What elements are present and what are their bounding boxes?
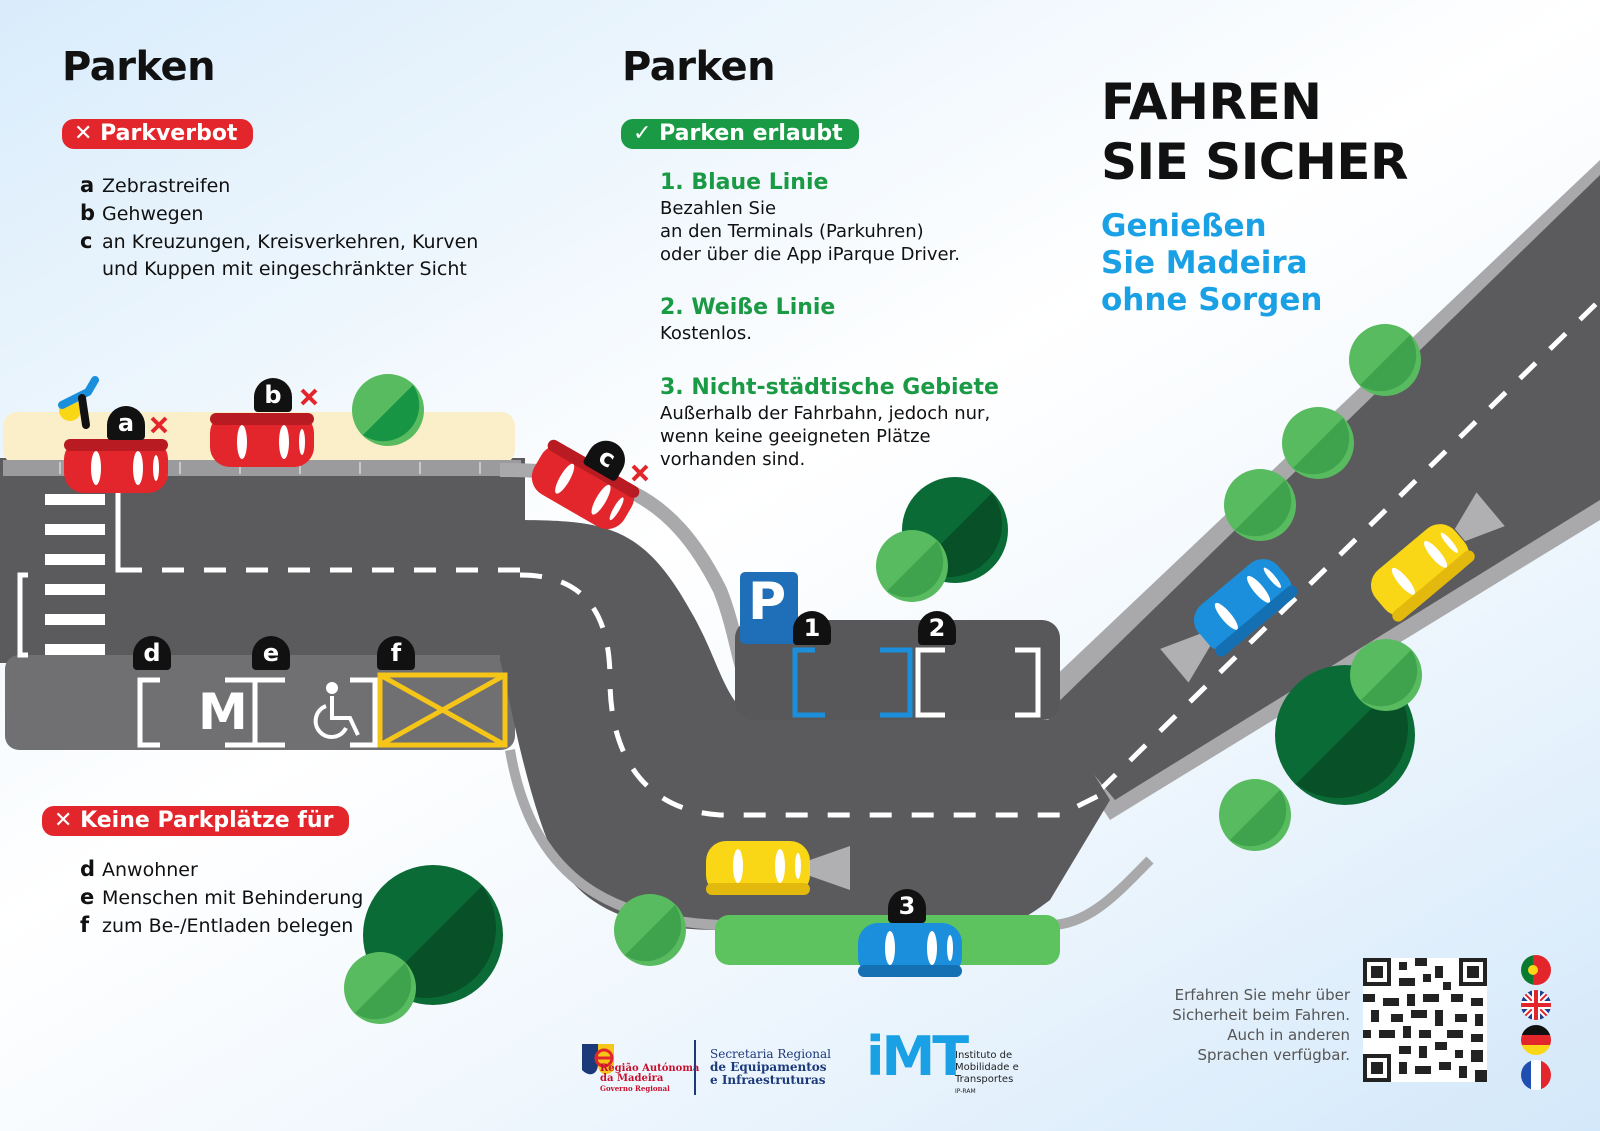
tree-icon bbox=[1219, 639, 1422, 851]
france-flag-icon[interactable] bbox=[1521, 1060, 1551, 1090]
blue-car-grass bbox=[858, 923, 962, 977]
loading-zone bbox=[377, 672, 508, 748]
section-line: oder über die App iParque Driver. bbox=[660, 244, 961, 265]
section-heading: 2. Weiße Linie bbox=[660, 295, 836, 320]
marker-b: b bbox=[254, 378, 292, 412]
secretaria-logo-text: Secretaria Regional de Equipamentos e In… bbox=[710, 1047, 832, 1087]
section-line: wenn keine geeigneten Plätze bbox=[660, 426, 931, 447]
region-logo-text: Região Autónoma da Madeira Governo Regio… bbox=[600, 1063, 700, 1094]
list-item-continuation: und Kuppen mit eingeschränkter Sicht bbox=[102, 258, 467, 280]
red-car-a bbox=[64, 439, 168, 493]
parken-erlaubt-badge: ✓ Parken erlaubt bbox=[621, 119, 859, 149]
marker-f: f bbox=[377, 636, 415, 670]
tree-icon bbox=[614, 894, 686, 966]
forbidden-x-icon bbox=[150, 388, 649, 482]
more-info-text: Erfahren Sie mehr über Sicherheit beim F… bbox=[1172, 986, 1350, 1064]
marker-2: 2 bbox=[918, 611, 956, 645]
tree-icon bbox=[1349, 324, 1421, 396]
pedestrian-icon bbox=[58, 376, 99, 429]
allowed-section-2: 2. Weiße Linie Kostenlos. bbox=[660, 295, 1040, 345]
middle-title: Parken bbox=[622, 44, 776, 90]
logo-divider bbox=[694, 1040, 696, 1095]
parking-sign-icon bbox=[740, 572, 798, 644]
section-line: Kostenlos. bbox=[660, 323, 752, 344]
tree-icon bbox=[1224, 469, 1296, 541]
qr-code[interactable] bbox=[1363, 958, 1487, 1082]
section-line: an den Terminals (Parkuhren) bbox=[660, 221, 924, 242]
resident-sign-letter: M bbox=[198, 683, 248, 741]
red-car-b bbox=[210, 413, 314, 467]
parking-bay-middle bbox=[735, 620, 1060, 720]
left-title: Parken bbox=[62, 44, 216, 90]
section-line: Außerhalb der Fahrbahn, jedoch nur, bbox=[660, 403, 991, 424]
section-heading: 1. Blaue Linie bbox=[660, 170, 829, 195]
section-line: vorhanden sind. bbox=[660, 449, 806, 470]
parking-sign-letter: P bbox=[748, 572, 787, 632]
uk-flag-icon[interactable] bbox=[1521, 990, 1551, 1020]
marker-3: 3 bbox=[888, 889, 926, 923]
imt-logo-mark: iMT bbox=[866, 1025, 969, 1088]
s-curve-road bbox=[500, 520, 1110, 930]
section-line: Bezahlen Sie bbox=[660, 198, 777, 219]
tree-icon bbox=[876, 477, 1008, 602]
imt-logo-text: Instituto de Mobilidade e Transportes IP… bbox=[955, 1050, 1019, 1095]
tree-icon bbox=[344, 865, 503, 1024]
tree-icon bbox=[1282, 407, 1354, 479]
section-heading: 3. Nicht-städtische Gebiete bbox=[660, 375, 999, 400]
zebra-crossing bbox=[45, 494, 105, 655]
germany-flag-icon[interactable] bbox=[1521, 1025, 1551, 1055]
marker-1: 1 bbox=[793, 611, 831, 645]
x-icon: ✕ bbox=[54, 808, 81, 833]
x-icon: ✕ bbox=[74, 121, 101, 146]
tree-icon bbox=[352, 374, 424, 446]
yellow-car-road bbox=[706, 841, 810, 895]
wheelchair-icon bbox=[313, 682, 360, 739]
subtitle: Genießen Sie Madeira ohne Sorgen bbox=[1101, 208, 1323, 318]
marker-d: d bbox=[133, 636, 171, 670]
checkmark-icon: ✓ bbox=[633, 121, 660, 146]
allowed-section-1: 1. Blaue Linie Bezahlen Sie an den Termi… bbox=[660, 170, 1040, 266]
no-spaces-badge: ✕ Keine Parkplätze für bbox=[42, 806, 350, 836]
portugal-flag-icon[interactable] bbox=[1521, 955, 1551, 985]
marker-a: a bbox=[107, 406, 145, 440]
allowed-section-3: 3. Nicht-städtische Gebiete Außerhalb de… bbox=[660, 375, 1040, 471]
main-title: FAHREN SIE SICHER bbox=[1101, 73, 1409, 191]
marker-e: e bbox=[252, 636, 290, 670]
region-crest-icon bbox=[582, 1044, 614, 1075]
parkverbot-badge: ✕ Parkverbot bbox=[62, 119, 254, 149]
